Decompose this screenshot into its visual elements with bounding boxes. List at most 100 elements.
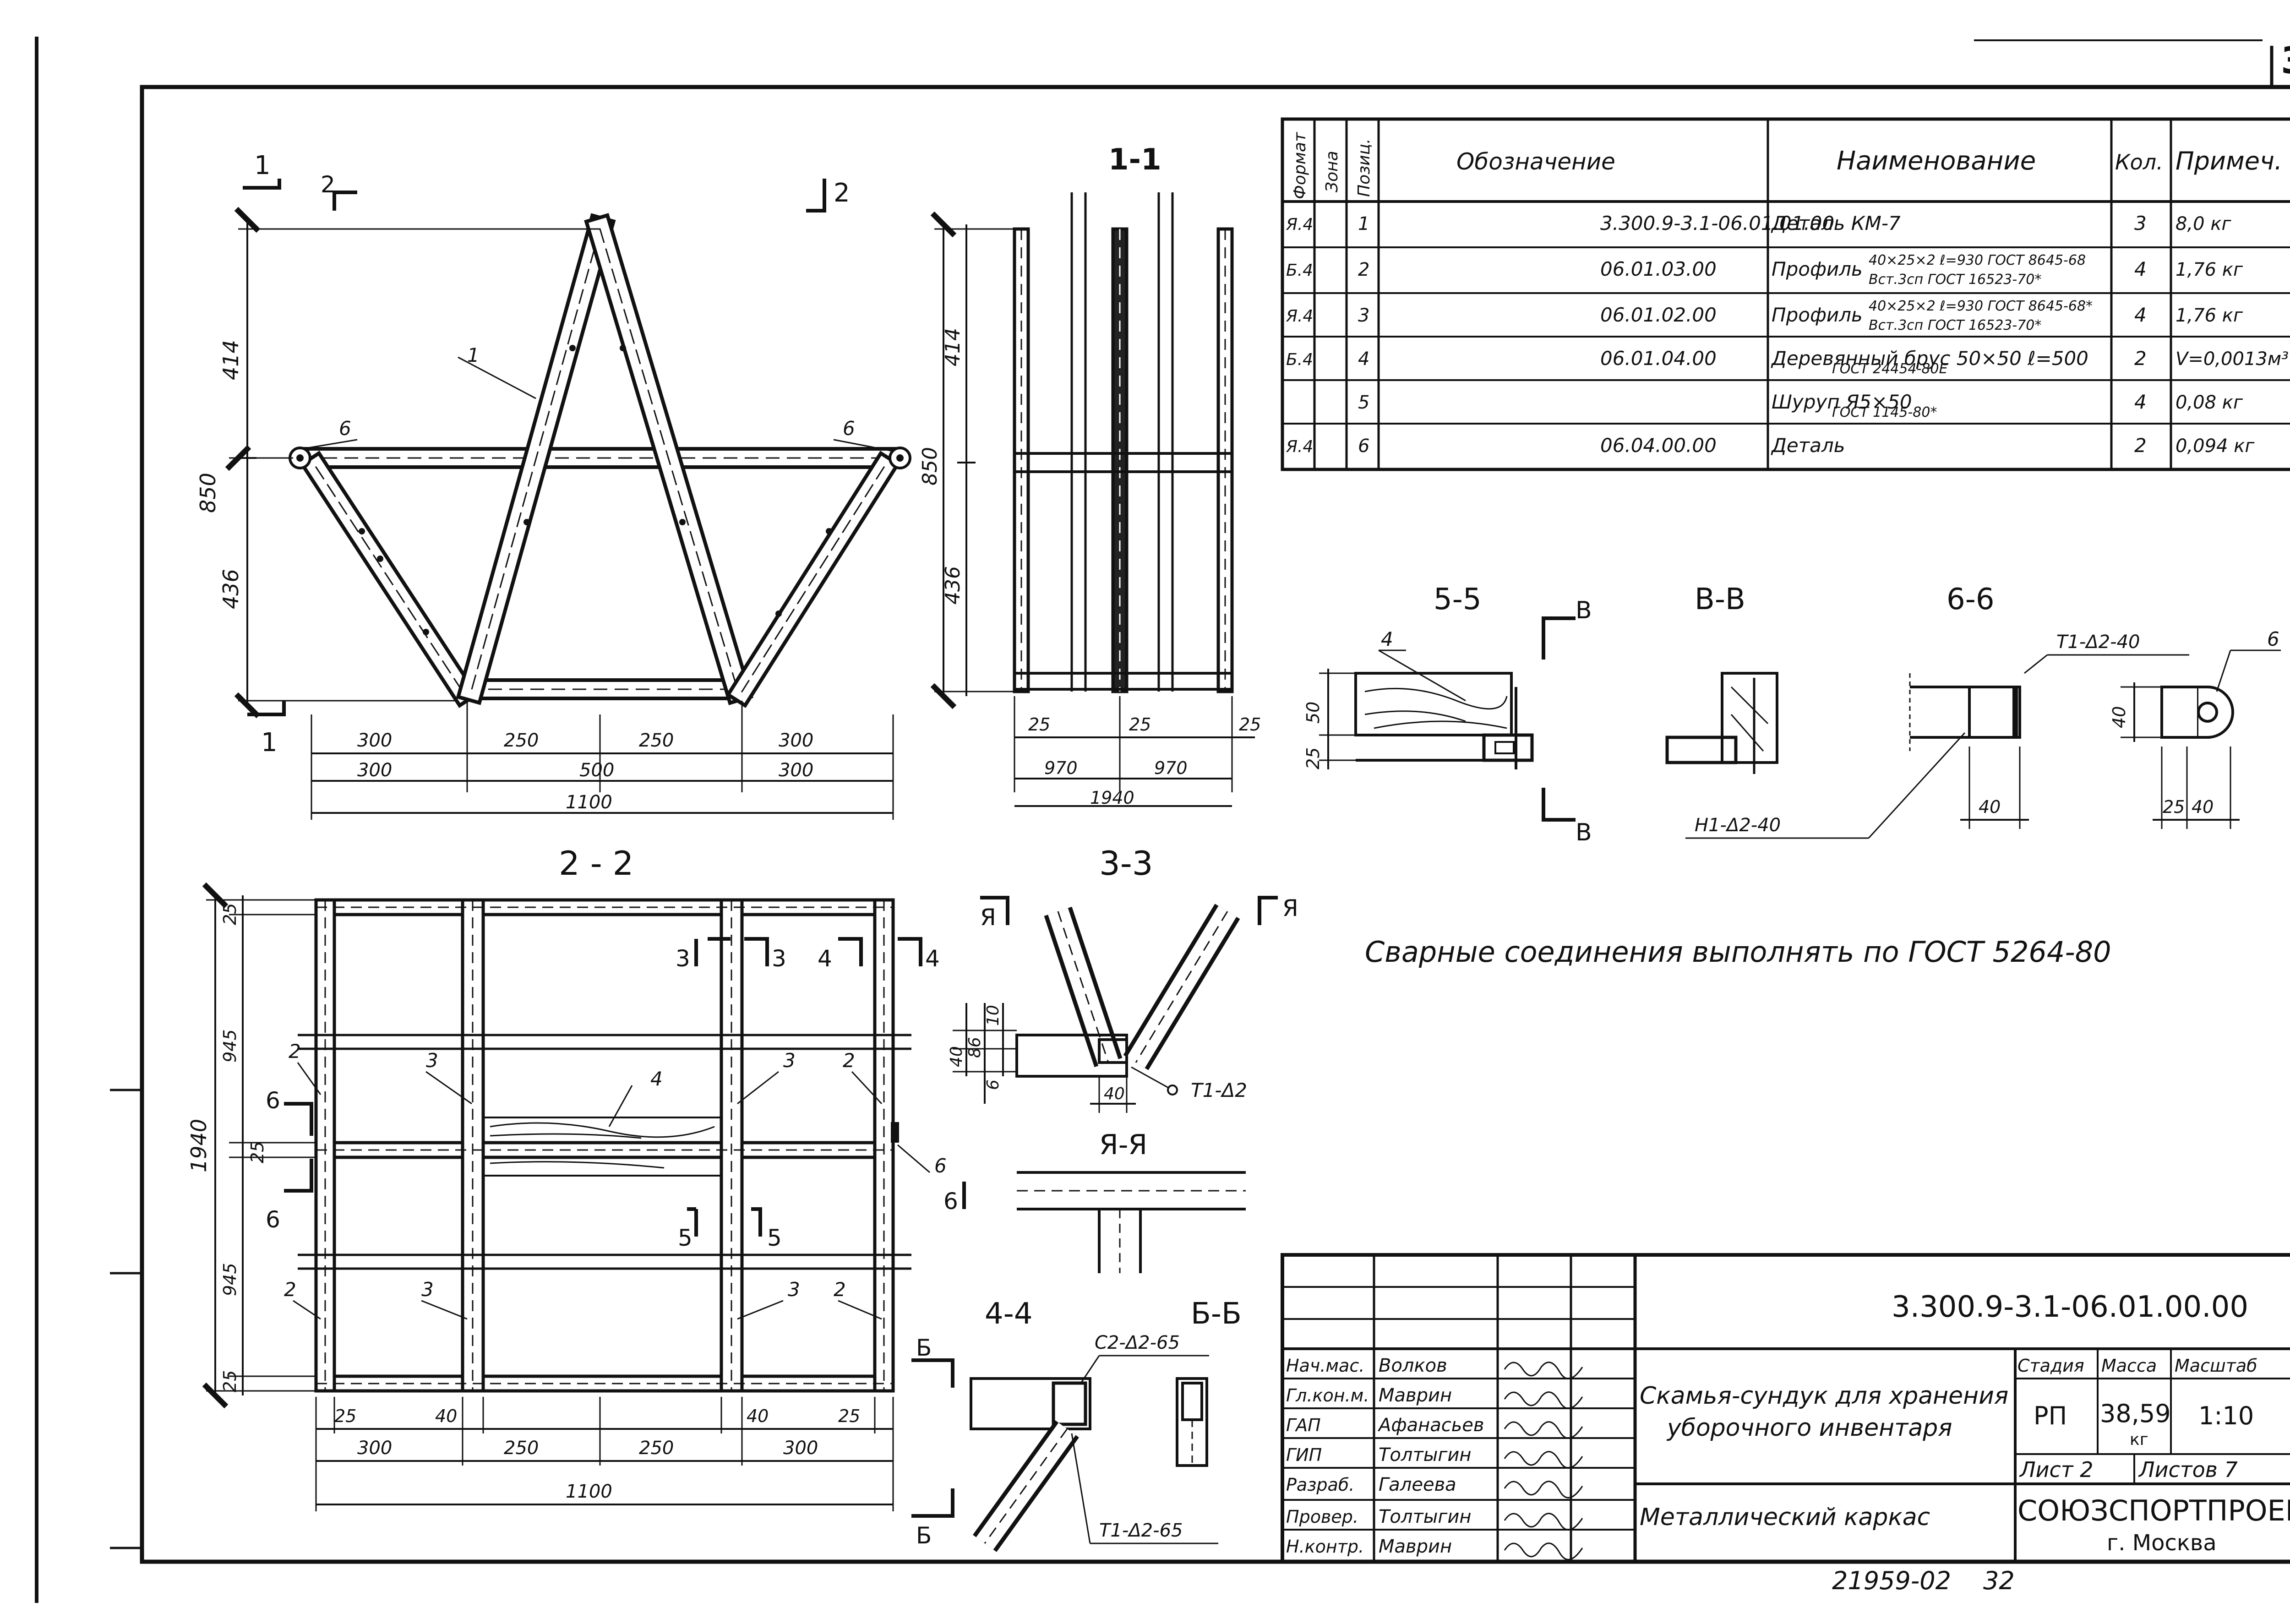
- signature: [1504, 1421, 1583, 1439]
- staff-name: Толтыгин: [1379, 1506, 1472, 1527]
- spec-cell-pos: 5: [1358, 392, 1369, 413]
- dim-plan-w-total: 1100: [566, 1481, 612, 1502]
- dim-front-h-bottom: 436: [218, 569, 243, 609]
- dim-front-h-top: 414: [218, 340, 243, 380]
- staff-name: Маврин: [1379, 1536, 1452, 1557]
- dim-1-1-970a: 970: [1044, 758, 1078, 778]
- signature: [1504, 1362, 1583, 1379]
- spec-header-note: Примеч.: [2176, 147, 2282, 175]
- plan-pos-3-b: 3: [783, 1049, 796, 1072]
- dim-3-3-6: 6: [984, 1079, 1003, 1090]
- section-1-1: 1-1 850 414 436 25 25 25 970 970 1: [918, 143, 1261, 808]
- sheets-label: Листов 7: [2138, 1457, 2238, 1482]
- staff-role: Провер.: [1286, 1507, 1358, 1527]
- dim-plan-945a: 945: [220, 1029, 240, 1063]
- staff-row: Провер. Толтыгин: [1286, 1506, 1583, 1531]
- staff-row: Нач.мас.Волков: [1286, 1355, 1583, 1379]
- section-3-3: 3-3 Я Я Т1-Δ2 40 86 10 6 40: [947, 844, 1298, 1113]
- dim-plan-25c: 25: [220, 1370, 240, 1392]
- spec-header-zone: Зона: [1323, 151, 1341, 192]
- mass-value: 38,59: [2100, 1399, 2171, 1428]
- section-b-b: Б-Б: [1176, 1297, 1242, 1467]
- spec-cell-pos: 4: [1358, 349, 1369, 370]
- spec-cell-name: Деревянный брус 50×50 ℓ=500: [1771, 347, 2088, 370]
- spec-cell-name-sub2: ГОСТ 24454-80Е: [1832, 361, 1948, 377]
- signature: [1504, 1513, 1583, 1531]
- staff-row: Гл.кон.м.Маврин: [1286, 1385, 1583, 1409]
- dim-plan-945b: 945: [220, 1263, 240, 1296]
- scale-header: Масштаб: [2175, 1356, 2257, 1376]
- spec-cell-note: 0,08 кг: [2176, 392, 2243, 413]
- view-title-a-a: Я-Я: [1099, 1129, 1147, 1161]
- staff-role: Н.контр.: [1286, 1537, 1364, 1557]
- dim-6-6-40a: 40: [1979, 797, 2001, 817]
- spec-cell-note: 0,094 кг: [2176, 436, 2255, 457]
- section-mark-a-left: Я: [980, 904, 996, 931]
- spec-header-pos: Позиц.: [1355, 138, 1374, 197]
- dim-front-250a: 250: [504, 730, 539, 751]
- plan-pos-3-d: 3: [788, 1278, 800, 1301]
- dim-3-3-40: 40: [947, 1046, 966, 1067]
- spec-cell-format: Я.4: [1286, 437, 1313, 456]
- front-view-marks: 1 2 2 1 1 6 6: [243, 151, 894, 758]
- document-code: 3.300.9-3.1-06.01.00.00: [1892, 1290, 2248, 1324]
- spec-cell-format: Я.4: [1286, 215, 1313, 234]
- mass-unit: кг: [2130, 1430, 2148, 1449]
- spec-cell-name-sub2: ГОСТ 1145-80*: [1832, 404, 1937, 420]
- spec-cell-pos: 1: [1358, 213, 1369, 234]
- signature: [1504, 1481, 1583, 1499]
- dim-plan-w-300b: 300: [783, 1438, 818, 1459]
- section-mark-4-right: 4: [925, 945, 940, 972]
- section-5-5-pos-4: 4: [1381, 628, 1393, 650]
- dim-front-300d: 300: [779, 760, 813, 781]
- plan-pos-2-a: 2: [289, 1040, 301, 1063]
- specification-table: Формат Зона Позиц. Обозначение Наименова…: [1281, 117, 2290, 471]
- staff-role: Гл.кон.м.: [1286, 1385, 1369, 1406]
- spec-header-format: Формат: [1291, 132, 1309, 199]
- plan-2-2: 2 - 2 3 3: [186, 844, 947, 1511]
- section-a-a: Я-Я 6: [943, 1129, 1246, 1273]
- view-title-6-6: 6-6: [1946, 583, 1995, 616]
- staff-role: ГАП: [1286, 1415, 1321, 1435]
- plan-pos-3-a: 3: [426, 1049, 438, 1072]
- spec-cell-pos: 2: [1358, 259, 1369, 280]
- section-mark-2-right: 2: [834, 178, 850, 208]
- staff-role: Разраб.: [1286, 1475, 1354, 1495]
- spec-cell-note: 8,0 кг: [2176, 213, 2231, 234]
- dim-6-6-25: 25: [2163, 797, 2185, 817]
- section-4-4: 4-4 Б Б С2-Δ2-65 Т1-Δ2-65: [911, 1297, 1218, 1552]
- spec-cell-name-sub2: Вст.3сп ГОСТ 16523-70*: [1869, 272, 2041, 288]
- section-mark-a-right: Я: [1282, 895, 1298, 921]
- page-number: 31: [2281, 39, 2290, 82]
- spec-header-name: Наименование: [1837, 146, 2036, 176]
- spec-cell-name: Деталь: [1771, 434, 1845, 457]
- dim-plan-w-250b: 250: [639, 1438, 674, 1459]
- section-mark-4-left: 4: [818, 945, 832, 972]
- dim-1-1-970b: 970: [1154, 758, 1188, 778]
- weld-note: Сварные соединения выполнять по ГОСТ 526…: [1365, 935, 2111, 969]
- spec-cell-designation: 06.01.03.00: [1600, 258, 1717, 280]
- dim-5-5-25: 25: [1303, 747, 1323, 769]
- spec-cell-name: Профиль: [1772, 304, 1863, 326]
- scale-value: 1:10: [2198, 1401, 2254, 1430]
- section-mark-1-bottom: 1: [261, 728, 278, 758]
- dim-front-300b: 300: [779, 730, 813, 751]
- section-mark-1-top: 1: [254, 151, 271, 180]
- spec-cell-name-sub1: 40×25×2 ℓ=930 ГОСТ 8645-68*: [1869, 298, 2093, 314]
- mass-header: Масса: [2101, 1356, 2157, 1376]
- spec-cell-format: Б.4: [1286, 350, 1313, 369]
- plan-pos-4: 4: [650, 1068, 663, 1090]
- plan-pos-3-c: 3: [421, 1278, 434, 1301]
- staff-role: Нач.мас.: [1286, 1356, 1364, 1376]
- spec-cell-designation: 3.300.9-3.1-06.01.01.00: [1600, 212, 1834, 234]
- section-mark-6-a: 6: [943, 1188, 958, 1215]
- weld-t1-d2-65: Т1-Δ2-65: [1099, 1520, 1183, 1541]
- spec-cell-designation: 06.04.00.00: [1600, 434, 1717, 457]
